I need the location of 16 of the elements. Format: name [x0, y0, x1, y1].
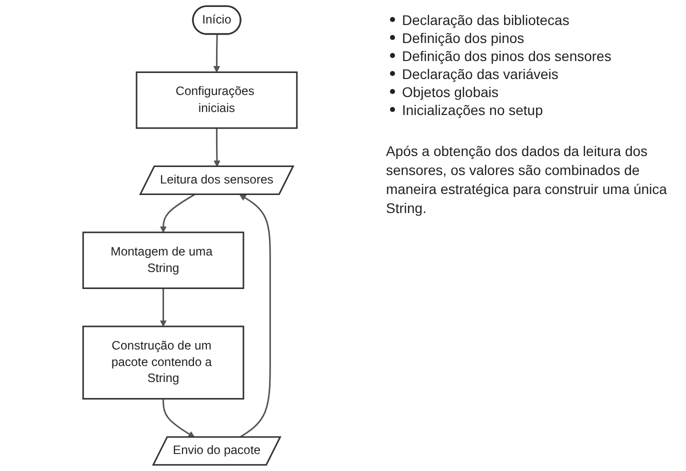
list-text: Declaração das variáveis — [402, 66, 558, 82]
arrow — [213, 34, 220, 73]
node-box: Montagem de uma String — [82, 232, 244, 290]
list-text: Inicializações no setup — [402, 102, 543, 118]
arrow — [160, 288, 167, 327]
node-box: Configurações iniciais — [136, 71, 298, 129]
arrow — [160, 194, 195, 233]
node-box: Construção de um pacote contendo a String — [82, 326, 244, 400]
list-text: Declaração das bibliotecas — [402, 12, 570, 28]
arrow — [239, 194, 271, 438]
arrow — [214, 128, 220, 167]
list-text: Definição dos pinos dos sensores — [402, 48, 612, 64]
list-text: Objetos globais — [402, 84, 499, 100]
note-text: Após a obtenção dos dados da leitura dos sensores, os valores são combinados de maneira estratégica para construir uma única String. — [386, 142, 668, 218]
arrow — [162, 398, 195, 438]
list-text: Definição dos pinos — [402, 30, 524, 46]
